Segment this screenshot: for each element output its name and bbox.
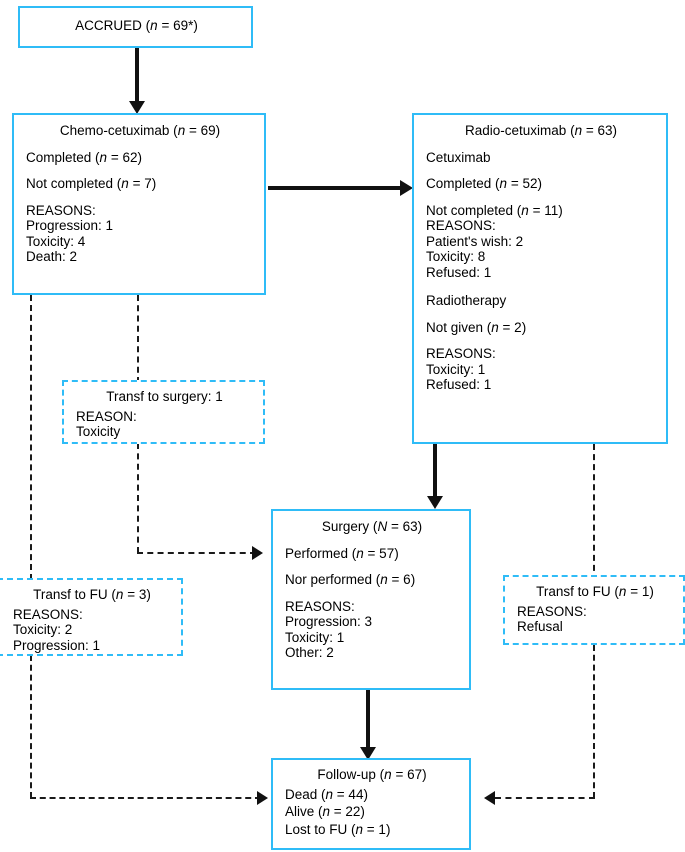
edge-radio-to-transf-fu-right: [593, 444, 595, 581]
node-transf-to-fu-right[interactable]: Transf to FU (n = 1) REASONS: Refusal: [503, 575, 685, 645]
node-transf-to-fu-left[interactable]: Transf to FU (n = 3) REASONS: Toxicity: …: [0, 578, 183, 656]
node-chemo-line-3: Progression: 1: [26, 218, 114, 233]
node-followup[interactable]: Follow-up (n = 67) Dead (n = 44) Alive (…: [271, 758, 471, 850]
node-surgery-line-4: Toxicity: 1: [285, 629, 345, 645]
arrowhead-transf-fu-right-to-followup: [484, 791, 495, 805]
arrowhead-transf-fu-left-to-followup: [257, 791, 268, 805]
node-radio-s2-line-1: REASONS:: [426, 346, 496, 361]
node-chemo-line-2: REASONS:: [26, 202, 96, 218]
node-radio-section1-head: Cetuximab: [426, 149, 491, 165]
node-surgery-line-3: Progression: 3: [285, 614, 373, 629]
node-chemo-line-1: Not completed (n = 7): [26, 176, 157, 191]
node-radio-s1-line-3: Patient's wish: 2: [426, 233, 524, 249]
node-surgery-title: Surgery (N = 63): [321, 519, 423, 534]
node-radio-s2-line-3: Refused: 1: [426, 377, 492, 392]
node-transf-fu-left-title: Transf to FU (n = 3): [33, 587, 151, 602]
node-chemo-cetuximab[interactable]: Chemo-cetuximab (n = 69) Completed (n = …: [12, 113, 266, 295]
node-followup-line-1: Alive (n = 22): [285, 804, 365, 819]
arrowhead-transf-surgery-to-surgery: [252, 546, 263, 560]
edge-transf-fu-left-down: [30, 655, 32, 798]
node-surgery-line-0: Performed (n = 57): [285, 545, 399, 561]
node-radio-title: Radio-cetuximab (n = 63): [465, 123, 617, 138]
edge-chemo-to-radio: [268, 186, 404, 190]
arrowhead-chemo-to-radio: [400, 180, 413, 196]
node-transf-fu-left-line-0: REASONS:: [13, 606, 83, 622]
edge-accrued-to-chemo: [135, 48, 139, 106]
edge-radio-to-surgery: [433, 444, 437, 501]
node-surgery-line-2: REASONS:: [285, 598, 355, 614]
node-transf-fu-right-title: Transf to FU (n = 1): [536, 584, 654, 599]
node-transf-fu-left-line-1: Toxicity: 2: [13, 622, 73, 637]
node-transf-fu-left-line-2: Progression: 1: [13, 637, 101, 653]
edge-transf-surgery-down: [137, 443, 139, 553]
node-radio-s1-line-1: Not completed (n = 11): [426, 202, 563, 218]
node-transf-surgery-line-0: REASON:: [76, 408, 137, 424]
node-chemo-line-0: Completed (n = 62): [26, 149, 142, 165]
edge-chemo-to-transf-fu-left: [30, 295, 32, 580]
arrowhead-surgery-to-followup: [360, 747, 376, 760]
node-chemo-line-4: Toxicity: 4: [26, 233, 86, 249]
edge-transf-fu-left-right: [30, 797, 261, 799]
node-surgery[interactable]: Surgery (N = 63) Performed (n = 57) Nor …: [271, 509, 471, 690]
node-transf-fu-right-line-0: REASONS:: [517, 603, 587, 619]
edge-transf-fu-right-down: [593, 645, 595, 798]
node-chemo-line-5: Death: 2: [26, 249, 78, 264]
node-followup-line-0: Dead (n = 44): [285, 786, 368, 802]
node-transf-surgery-title: Transf to surgery: 1: [106, 389, 223, 404]
node-radio-cetuximab[interactable]: Radio-cetuximab (n = 63) Cetuximab Compl…: [412, 113, 668, 444]
node-accrued-title: ACCRUED (n = 69*): [75, 18, 198, 33]
node-transf-to-surgery[interactable]: Transf to surgery: 1 REASON: Toxicity: [62, 380, 265, 444]
node-accrued[interactable]: ACCRUED (n = 69*): [18, 6, 253, 48]
node-chemo-title: Chemo-cetuximab (n = 69): [59, 123, 221, 138]
node-radio-s1-line-4: Toxicity: 8: [426, 249, 486, 264]
node-surgery-line-1: Nor performed (n = 6): [285, 572, 416, 587]
edge-transf-fu-right-left: [495, 797, 595, 799]
node-transf-surgery-line-1: Toxicity: [76, 424, 121, 439]
edge-transf-surgery-right: [137, 552, 256, 554]
arrowhead-accrued-to-chemo: [129, 101, 145, 114]
edge-chemo-to-transf-surgery: [137, 295, 139, 383]
node-followup-line-2: Lost to FU (n = 1): [285, 821, 391, 837]
node-followup-title: Follow-up (n = 67): [317, 767, 427, 782]
node-radio-s2-line-2: Toxicity: 1: [426, 361, 486, 377]
arrowhead-radio-to-surgery: [427, 496, 443, 509]
node-radio-s1-line-5: Refused: 1: [426, 264, 492, 280]
node-radio-section2-head: Radiotherapy: [426, 293, 507, 308]
node-surgery-line-5: Other: 2: [285, 645, 334, 660]
edge-surgery-to-followup: [366, 690, 370, 752]
node-radio-s1-line-0: Completed (n = 52): [426, 176, 542, 191]
node-radio-s1-line-2: REASONS:: [426, 218, 496, 233]
node-transf-fu-right-line-1: Refusal: [517, 619, 563, 634]
node-radio-s2-line-0: Not given (n = 2): [426, 319, 527, 335]
